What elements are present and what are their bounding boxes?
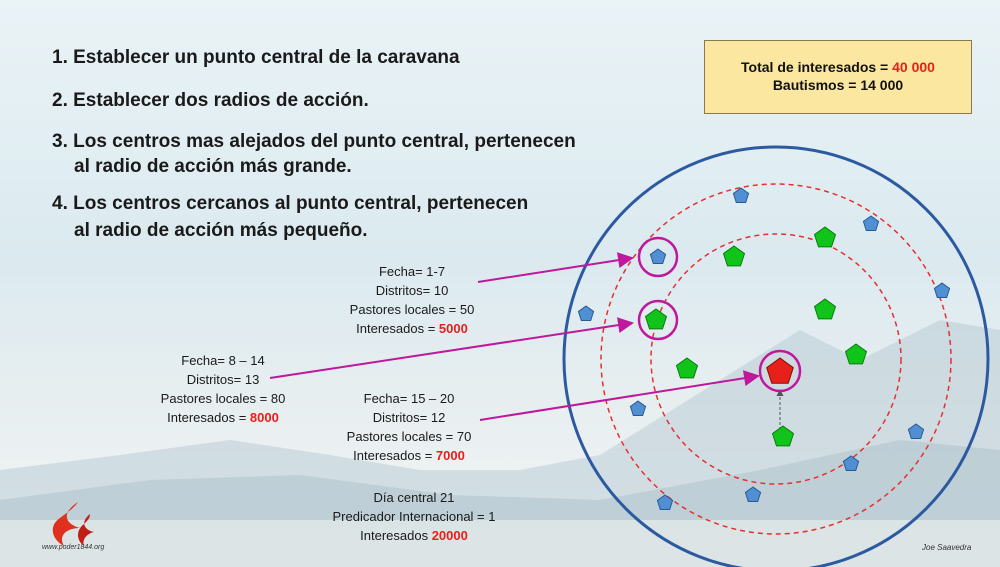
- step-2: 2. Establecer dos radios de acción.: [52, 90, 369, 111]
- total-interesados-line: Total de interesados = 40 000: [705, 58, 971, 76]
- far-center-pentagon: [744, 486, 762, 502]
- phase-3-arrow: [479, 370, 760, 421]
- far-center-pentagon: [933, 282, 951, 298]
- central-point-pentagon: [766, 357, 794, 384]
- near-center-pentagon: [813, 226, 837, 248]
- far-center-pentagon: [732, 187, 750, 203]
- far-center-pentagon: [656, 494, 674, 510]
- flame-logo: [52, 502, 94, 546]
- near-center-pentagon: [644, 308, 668, 330]
- near-center-pentagon: [813, 298, 837, 320]
- phase-2-info: Fecha= 8 – 14 Distritos= 13 Pastores loc…: [150, 351, 296, 427]
- phase-3-interesados-value: 7000: [435, 448, 465, 463]
- far-center-pentagon: [862, 215, 880, 231]
- phase-3-distritos: Distritos= 12: [372, 410, 446, 425]
- phase-2-fecha: Fecha= 8 – 14: [181, 353, 265, 368]
- phase-2-pastores: Pastores locales = 80: [160, 391, 286, 406]
- step-4-continued: al radio de acción más pequeño.: [74, 220, 368, 241]
- step-3: 3. Los centros mas alejados del punto ce…: [52, 131, 576, 152]
- phase-1-fecha: Fecha= 1-7: [378, 264, 446, 279]
- central-interesados-label: Interesados: [360, 528, 432, 543]
- totals-box: Total de interesados = 40 000 Bautismos …: [704, 40, 972, 114]
- far-center-pentagon: [577, 305, 595, 321]
- total-interesados-value: 40 000: [892, 59, 935, 75]
- author-signature: Joe Saavedra: [922, 543, 972, 552]
- phase-2-distritos: Distritos= 13: [186, 372, 260, 387]
- near-center-pentagon: [722, 245, 746, 267]
- total-interesados-label: Total de interesados =: [741, 59, 893, 75]
- near-center-pentagon: [771, 425, 795, 447]
- phase-2-interesados-label: Interesados =: [167, 410, 250, 425]
- step-1: 1. Establecer un punto central de la car…: [52, 47, 460, 68]
- phase-2-interesados-value: 8000: [249, 410, 279, 425]
- phase-1-interesados-label: Interesados =: [356, 321, 439, 336]
- highlight-circle-phase-1: [637, 236, 679, 278]
- outer-boundary-circle: [562, 145, 990, 567]
- step-3-continued: al radio de acción más grande.: [74, 156, 352, 177]
- near-center-pentagon: [844, 343, 868, 365]
- phase-3-pastores: Pastores locales = 70: [346, 429, 472, 444]
- near-center-pentagon: [675, 357, 699, 379]
- highlight-circle-central: [758, 349, 802, 393]
- central-interesados-value: 20000: [431, 528, 468, 543]
- phase-3-info: Fecha= 15 – 20 Distritos= 12 Pastores lo…: [336, 389, 482, 465]
- far-center-pentagon: [649, 248, 667, 264]
- phase-1-interesados-value: 5000: [438, 321, 468, 336]
- central-day-info: Día central 21 Predicador Internacional …: [314, 488, 514, 545]
- outer-action-radius: [600, 183, 952, 535]
- phase-2-arrow: [269, 317, 634, 379]
- far-center-pentagon: [629, 400, 647, 416]
- phase-1-distritos: Distritos= 10: [375, 283, 449, 298]
- central-predicador: Predicador Internacional = 1: [332, 509, 496, 524]
- far-center-pentagon: [842, 455, 860, 471]
- far-center-pentagon: [907, 423, 925, 439]
- phase-3-interesados-label: Interesados =: [353, 448, 436, 463]
- phase-3-fecha: Fecha= 15 – 20: [363, 391, 455, 406]
- phase-1-arrow: [477, 252, 634, 283]
- step-4: 4. Los centros cercanos al punto central…: [52, 193, 529, 214]
- inner-action-radius: [650, 233, 902, 485]
- total-bautismos: Bautismos = 14 000: [772, 77, 904, 93]
- phase-1-pastores: Pastores locales = 50: [349, 302, 475, 317]
- phase-1-info: Fecha= 1-7 Distritos= 10 Pastores locale…: [336, 262, 488, 338]
- central-dia: Día central 21: [373, 490, 455, 505]
- website-url: www.poder1844.org: [42, 544, 105, 551]
- highlight-circle-phase-2: [637, 299, 679, 341]
